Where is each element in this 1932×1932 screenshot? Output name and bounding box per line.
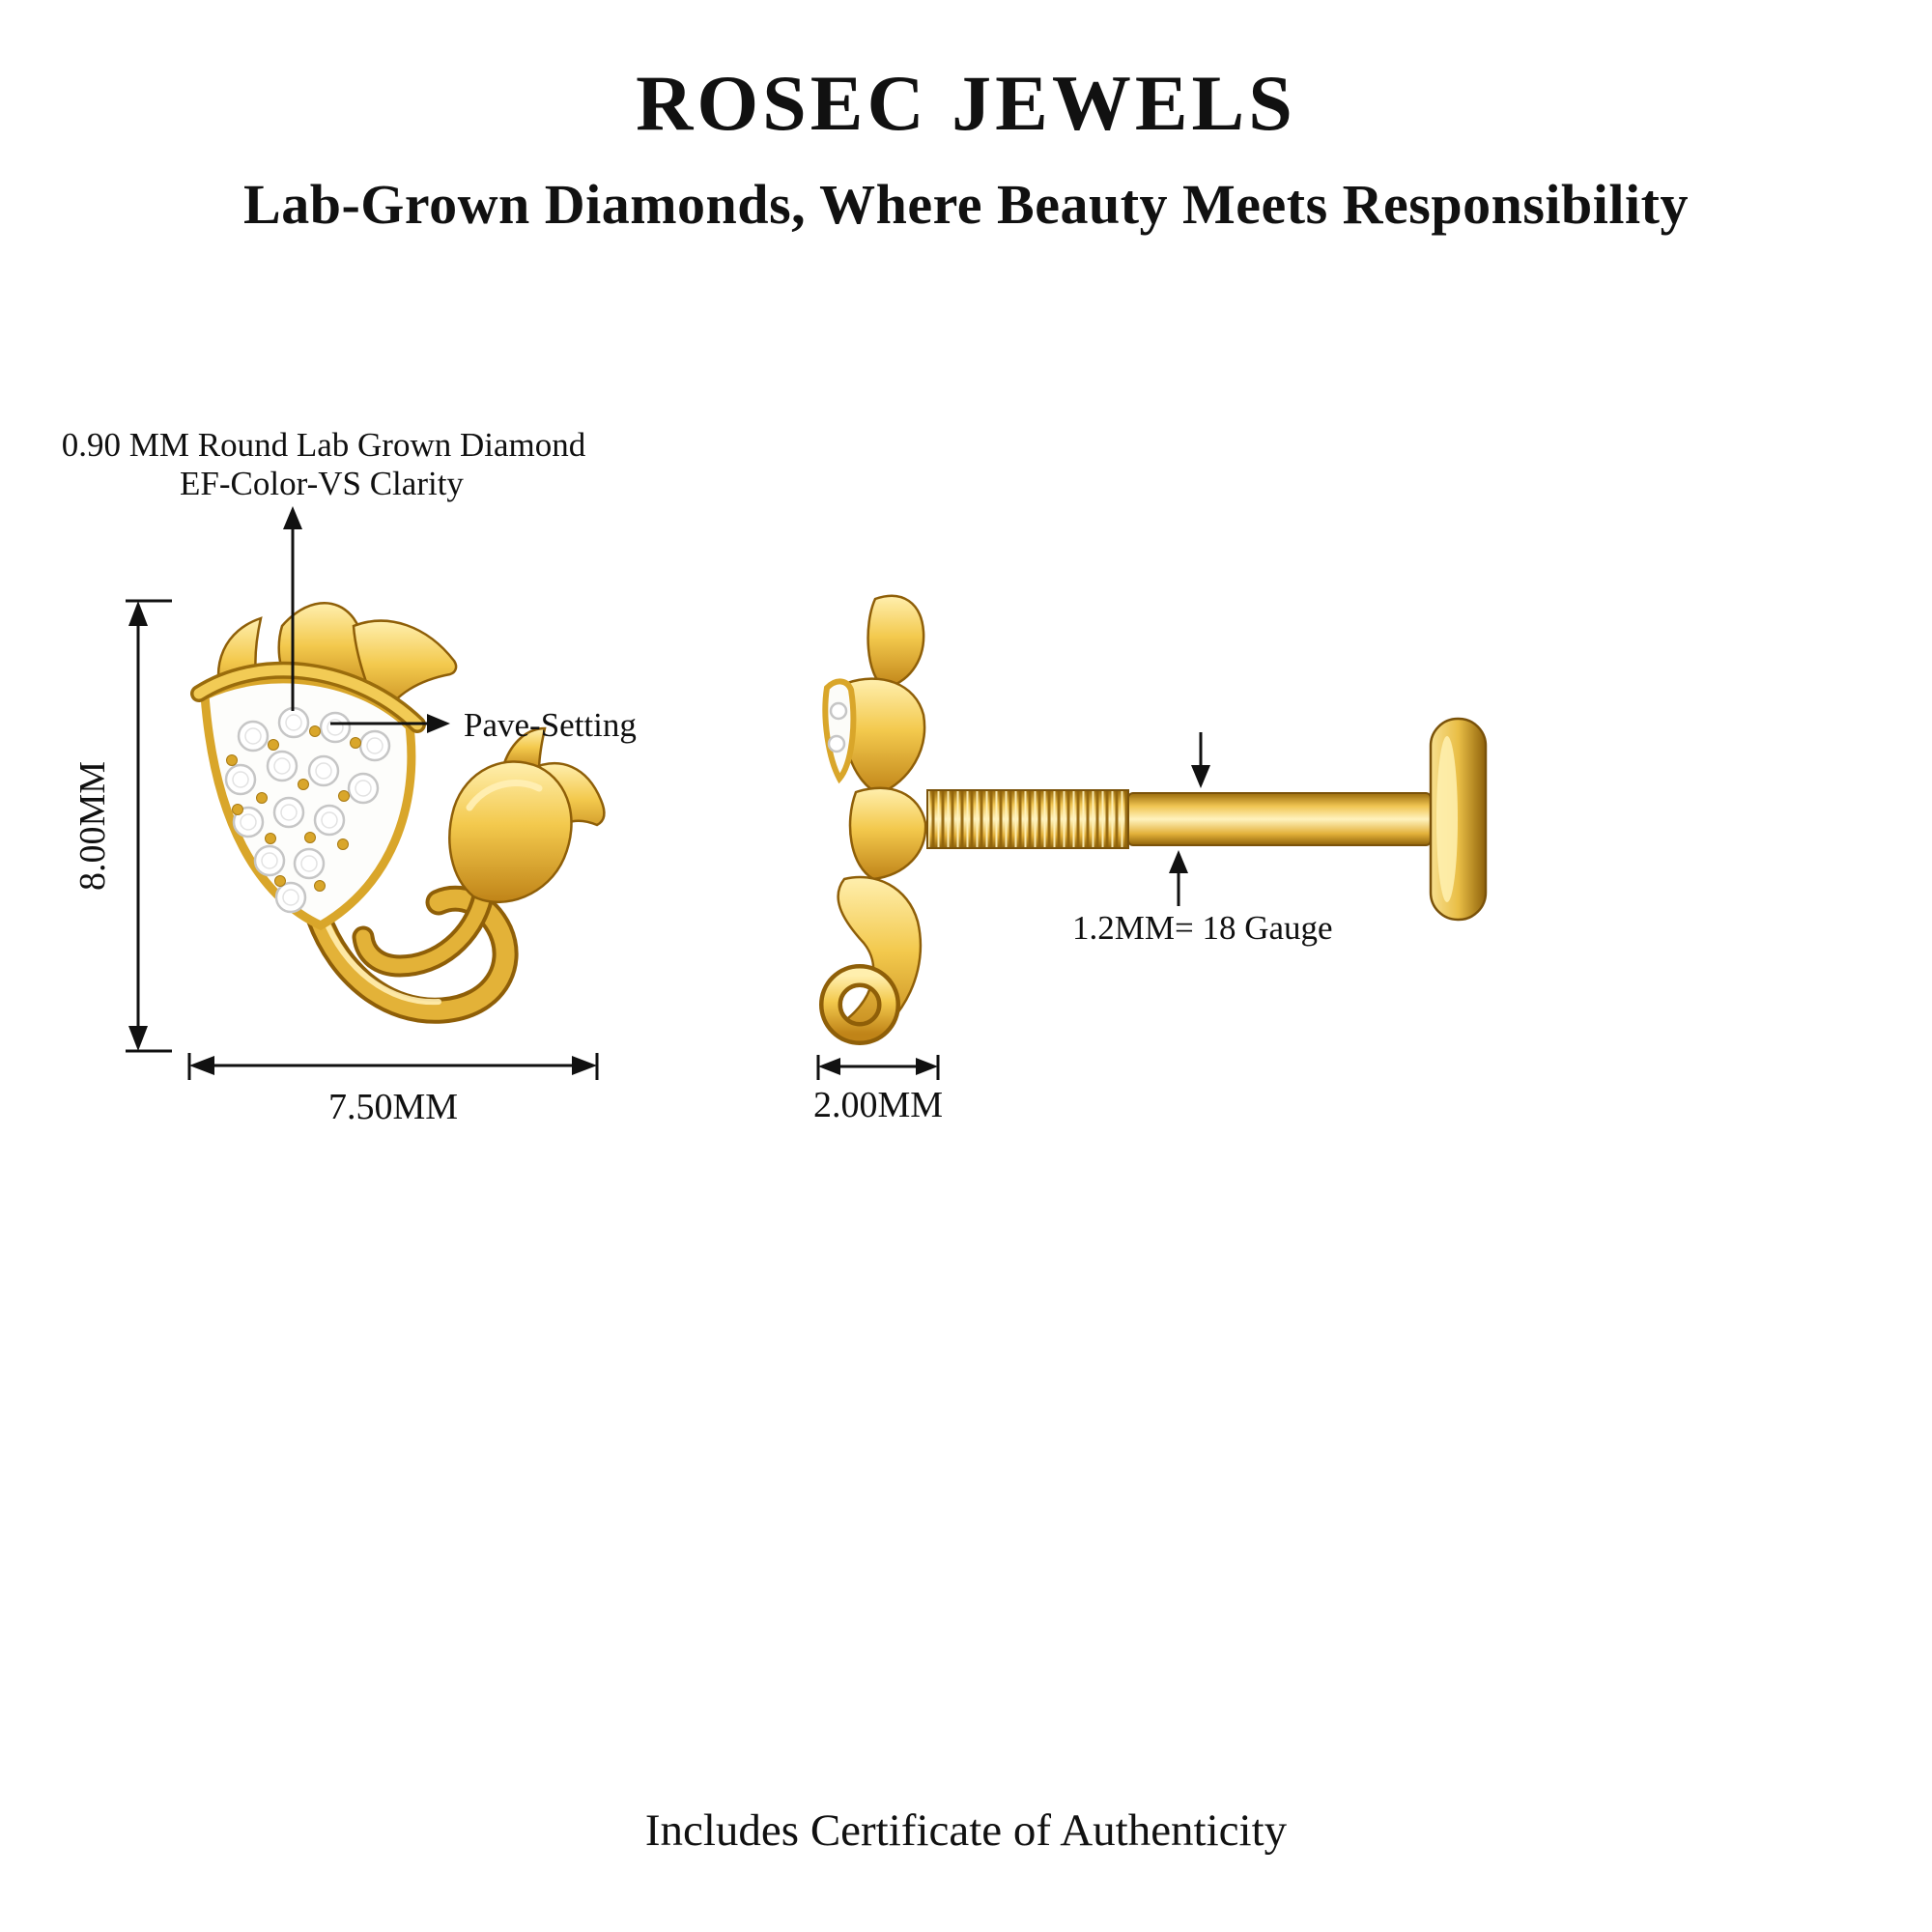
height-value: 8.00MM [72,761,113,891]
diamond-spec-line1: 0.90 MM Round Lab Grown Diamond [62,426,586,464]
pave-rim-highlight [193,665,423,730]
callout-diamond-spec: 0.90 MM Round Lab Grown Diamond EF-Color… [62,426,586,711]
front-view-earring [190,602,606,1024]
callout-gauge: 1.2MM= 18 Gauge [1072,732,1333,947]
flower-bud [448,726,606,904]
pave-petal [200,674,416,931]
width-value: 7.50MM [328,1087,458,1127]
side-view-earring [819,594,1488,1045]
down-arrow-icon [1191,765,1210,788]
gauge-label: 1.2MM= 18 Gauge [1072,909,1333,947]
brand-title: ROSEC JEWELS [636,59,1296,147]
header: ROSEC JEWELS Lab-Grown Diamonds, Where B… [0,58,1932,237]
flower-stems [305,885,519,1024]
side-pave-sliver [822,678,857,784]
right-arrow-icon [427,714,450,733]
depth-dimension: 2.00MM [813,1055,943,1125]
height-dimension: 8.00MM [72,599,172,1053]
pave-diamonds [224,706,391,914]
post-smooth-section [1127,792,1432,846]
up-arrow-icon [283,506,302,529]
earring-post [926,789,1432,849]
callout-pave-setting: Pave-Setting [330,706,637,744]
pave-prong-beads [226,725,361,892]
side-profile [819,594,927,1045]
diamond-spec-line2: EF-Color-VS Clarity [180,465,464,502]
depth-value: 2.00MM [813,1085,943,1125]
certificate-note: Includes Certificate of Authenticity [644,1805,1288,1856]
brand-tagline: Lab-Grown Diamonds, Where Beauty Meets R… [243,173,1689,236]
up-arrow-icon [1169,850,1188,873]
pave-setting-label: Pave-Setting [464,706,637,744]
width-dimension: 7.50MM [187,1053,599,1127]
flat-back-disc [1429,717,1488,922]
